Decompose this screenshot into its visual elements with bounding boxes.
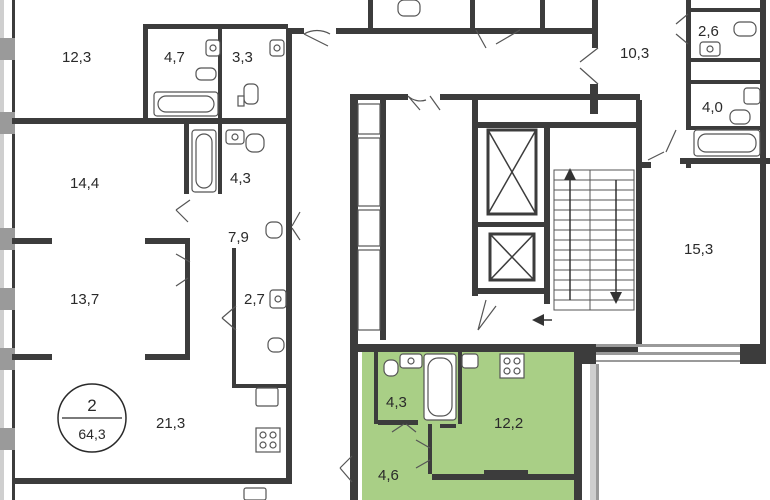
door-swing-icon — [175, 13, 689, 483]
bathtub-icon — [153, 91, 761, 421]
toilet-icon — [195, 0, 757, 377]
shafts — [357, 103, 381, 331]
room-area-label: 4,7 — [164, 49, 185, 66]
room-labels: 12,3 4,7 3,3 4,3 14,4 7,9 13,7 2,7 21,3 … — [62, 23, 723, 484]
stairs-icon — [532, 168, 635, 326]
apartment-rooms-count: 2 — [87, 396, 96, 415]
sink-icon — [205, 39, 761, 500]
room-area-label: 2,6 — [698, 23, 719, 40]
elevator-icon — [486, 128, 538, 282]
apartment-total-area: 64,3 — [78, 426, 105, 442]
room-area-label: 13,7 — [70, 291, 99, 308]
room-area-label: 4,3 — [386, 394, 407, 411]
room-area-label: 10,3 — [620, 45, 649, 62]
facade-bottom-right — [590, 344, 740, 500]
facade-left — [0, 0, 15, 500]
room-area-label: 14,4 — [70, 175, 99, 192]
walls — [12, 0, 770, 500]
room-area-label: 21,3 — [156, 415, 185, 432]
room-area-label: 2,7 — [244, 291, 265, 308]
room-area-label: 4,6 — [378, 467, 399, 484]
stove-icon — [255, 353, 525, 453]
apartment-badge[interactable]: 2 64,3 — [57, 383, 127, 453]
room-area-label: 15,3 — [684, 241, 713, 258]
room-area-label: 4,3 — [230, 170, 251, 187]
room-area-label: 12,2 — [494, 415, 523, 432]
room-area-label: 7,9 — [228, 229, 249, 246]
selected-apartment[interactable] — [362, 352, 578, 500]
room-area-label: 4,0 — [702, 99, 723, 116]
room-area-label: 12,3 — [62, 49, 91, 66]
room-area-label: 3,3 — [232, 49, 253, 66]
